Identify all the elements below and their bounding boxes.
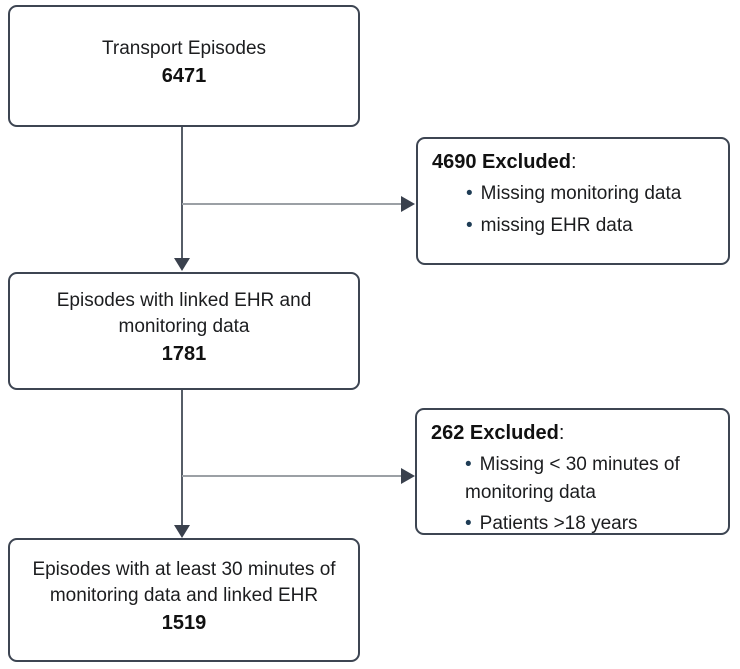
list-item: • Patients >18 years xyxy=(465,510,716,538)
connector-line-vertical-1 xyxy=(181,127,183,260)
exclusion-heading-colon: : xyxy=(570,151,577,173)
exclusion-heading-text: 262 Excluded xyxy=(431,422,559,444)
flow-box-label: Episodes with linked EHR and monitoring … xyxy=(56,290,312,337)
exclusion-box-262: 262 Excluded: •Missing < 30 minutes of m… xyxy=(415,408,730,535)
exclusion-heading: 262 Excluded: xyxy=(431,420,716,446)
list-item: •Missing < 30 minutes of monitoring data xyxy=(465,451,716,506)
connector-line-horizontal-1 xyxy=(182,203,401,205)
bullet-icon: • xyxy=(466,214,473,236)
flow-box-label: Episodes with at least 30 minutes of mon… xyxy=(32,559,336,606)
exclusion-heading-colon: : xyxy=(558,422,565,444)
flow-box-count: 6471 xyxy=(161,64,207,87)
list-item-text: Missing monitoring data xyxy=(480,183,682,204)
arrow-down-icon xyxy=(174,258,190,271)
bullet-icon: • xyxy=(466,183,473,204)
flow-box-linked-ehr-monitoring: Episodes with linked EHR and monitoring … xyxy=(8,272,360,390)
list-item-text: missing EHR data xyxy=(480,214,633,236)
list-item-text: Missing < 30 minutes of monitoring data xyxy=(465,454,680,503)
flow-box-count: 1781 xyxy=(161,342,207,365)
flow-box-transport-episodes: Transport Episodes 6471 xyxy=(8,5,360,127)
list-item: • missing EHR data xyxy=(466,212,716,240)
connector-line-vertical-2 xyxy=(181,390,183,526)
exclusion-box-4690: 4690 Excluded: • Missing monitoring data … xyxy=(416,137,730,265)
bullet-icon: • xyxy=(465,454,472,475)
exclusion-heading-text: 4690 Excluded xyxy=(432,151,571,173)
arrow-right-icon xyxy=(401,196,415,212)
flow-box-30-minutes-monitoring: Episodes with at least 30 minutes of mon… xyxy=(8,538,360,662)
exclusion-heading: 4690 Excluded: xyxy=(432,149,716,175)
list-item: • Missing monitoring data xyxy=(466,180,716,208)
flow-box-label: Transport Episodes xyxy=(101,37,267,59)
arrow-down-icon xyxy=(174,525,190,538)
exclusion-list: • Missing monitoring data • missing EHR da… xyxy=(432,180,716,239)
connector-line-horizontal-2 xyxy=(182,475,401,477)
arrow-right-icon xyxy=(401,468,415,484)
flow-box-count: 1519 xyxy=(161,611,207,634)
exclusion-list: •Missing < 30 minutes of monitoring data… xyxy=(431,451,716,538)
bullet-icon: • xyxy=(465,513,472,535)
list-item-text: Patients >18 years xyxy=(479,513,638,535)
